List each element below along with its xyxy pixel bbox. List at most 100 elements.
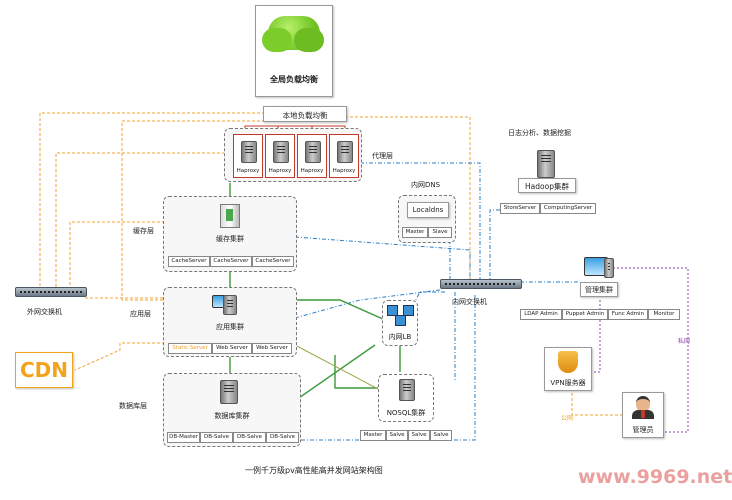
local-lb-box: 本地负载均衡 (263, 106, 347, 122)
link-app-nosql-cross (294, 344, 381, 391)
link-app-lb (295, 299, 386, 321)
inner-network-links (294, 162, 580, 441)
cdn-label: CDN (19, 358, 69, 382)
shield-icon (558, 351, 578, 373)
lb-node-icon (403, 305, 414, 316)
hadoop-title: 日志分析、数据挖掘 (508, 129, 571, 137)
app-links (229, 183, 401, 426)
link-outer-switch-local-lb (39, 112, 265, 287)
hadoop-store-chip: StoreServer (500, 203, 540, 214)
link-local-lb-app (121, 120, 265, 301)
link-app-cdn (74, 342, 165, 371)
proxy-layer-label: 代理层 (372, 152, 393, 160)
local-lb-label: 本地负载均衡 (282, 111, 328, 120)
link-admin-vpn (571, 390, 628, 416)
person-head-icon (636, 396, 650, 412)
cache-server-chip: CacheServer (210, 256, 252, 267)
localdns-label: Localdns (412, 206, 444, 214)
inner-switch-icon (440, 279, 522, 289)
web-server-chip: Web Server (252, 343, 292, 354)
static-server-chip: Static Server (168, 343, 212, 354)
db-server-chip: DB-Salve (200, 432, 233, 443)
link-proxy-inner-switch (360, 162, 481, 280)
dns-master-chip: Master (402, 227, 428, 238)
app-cluster-label: 应用集群 (216, 323, 244, 331)
lb-node-icon (395, 315, 406, 326)
cache-cluster-label: 缓存集群 (216, 235, 244, 243)
vpn-label: VPN服务器 (550, 379, 586, 387)
mgmt-cluster-box: 管理集群 (580, 282, 618, 297)
link-local-lb-inner-switch (345, 116, 471, 280)
outer-switch-label: 外网交换机 (27, 308, 62, 316)
hadoop-computing-chip: ComputingServer (540, 203, 596, 214)
diagram-caption: 一例千万级pv高性能高并发网站架构图 (245, 466, 383, 475)
outer-network-links (39, 112, 628, 416)
nosql-master-chip: Master (360, 430, 386, 441)
link-hadoop-inner-switch (489, 209, 500, 280)
db-server-chip: DB-Master (167, 432, 200, 443)
link-cache-inner-switch (294, 236, 471, 280)
olive-link (294, 344, 381, 391)
admin-label: 管理员 (632, 426, 654, 434)
admin-box: 管理员 (622, 392, 664, 438)
nosql-box: NOSQL集群 (378, 374, 434, 422)
mgmt-func-chip: Func Admin (608, 309, 648, 320)
database-server-icon (220, 380, 238, 404)
haproxy-card: Haproxy (265, 134, 295, 178)
link-app-nosql (334, 355, 380, 389)
mgmt-cluster-label: 管理集群 (585, 286, 613, 294)
link-outer-switch-proxy (55, 152, 230, 287)
private-network-links (590, 267, 689, 433)
link-mgmt-admin-private (613, 267, 689, 433)
haproxy-card: Haproxy (233, 134, 263, 178)
cdn-box: CDN (15, 352, 73, 388)
db-server-chip: DB-Salve (266, 432, 299, 443)
cache-layer-label: 缓存层 (133, 227, 154, 235)
mgmt-server-icon (604, 258, 614, 278)
server-icon (241, 141, 257, 163)
mgmt-monitor-chip: Monitor (648, 309, 680, 320)
server-icon (337, 141, 353, 163)
private-network-label: 私网 (678, 338, 691, 345)
lb-node-icon (387, 305, 398, 316)
global-lb-label: 全局负载均衡 (270, 75, 318, 84)
mgmt-ldap-chip: LDAP Admin (520, 309, 562, 320)
cache-server-chip: CacheServer (168, 256, 210, 267)
inner-lb-box: 内网LB (382, 300, 418, 346)
link-vpn-mgmt (590, 298, 601, 373)
haproxy-label: Haproxy (268, 168, 292, 174)
inner-lb-label: 内网LB (388, 333, 412, 341)
server-icon (273, 141, 289, 163)
vpn-box: VPN服务器 (544, 347, 592, 391)
watermark: www.9969.net (578, 466, 732, 488)
dns-box: Localdns Master Slave (398, 195, 456, 243)
cache-icon-fill (226, 209, 233, 221)
db-layer-label: 数据库层 (119, 402, 147, 410)
nosql-server-icon (399, 379, 415, 401)
cache-layer-box: 缓存集群 CacheServer CacheServer CacheServer (163, 196, 297, 272)
haproxy-label: Haproxy (332, 168, 356, 174)
cloud-icon-part (294, 28, 324, 52)
app-layer-box: 应用集群 Static Server Web Server Web Server (163, 287, 297, 357)
haproxy-card: Haproxy (329, 134, 359, 178)
haproxy-card: Haproxy (297, 134, 327, 178)
localdns-box: Localdns (407, 202, 449, 218)
connection-lines (39, 112, 689, 441)
hadoop-server-icon (537, 150, 555, 178)
link-inner-switch-db (300, 295, 476, 441)
dns-slave-chip: Slave (428, 227, 452, 238)
server-icon (305, 141, 321, 163)
db-layer-box: 数据库集群 DB-Master DB-Salve DB-Salve DB-Sal… (163, 373, 301, 447)
cloud-icon-part (262, 28, 292, 52)
web-server-chip: Web Server (212, 343, 252, 354)
mgmt-puppet-chip: Puppet Admin (562, 309, 608, 320)
tie-icon (641, 410, 645, 418)
db-server-chip: DB-Salve (233, 432, 266, 443)
app-layer-label: 应用层 (130, 310, 151, 318)
app-cluster-icon (212, 293, 238, 317)
nosql-salve-chip: Salve (386, 430, 408, 441)
public-network-label: 公网 (561, 415, 574, 422)
hadoop-cluster-label: Hadoop集群 (525, 182, 569, 191)
global-lb-box: 全局负载均衡 (255, 5, 333, 97)
nosql-salve-chip: Salve (408, 430, 430, 441)
